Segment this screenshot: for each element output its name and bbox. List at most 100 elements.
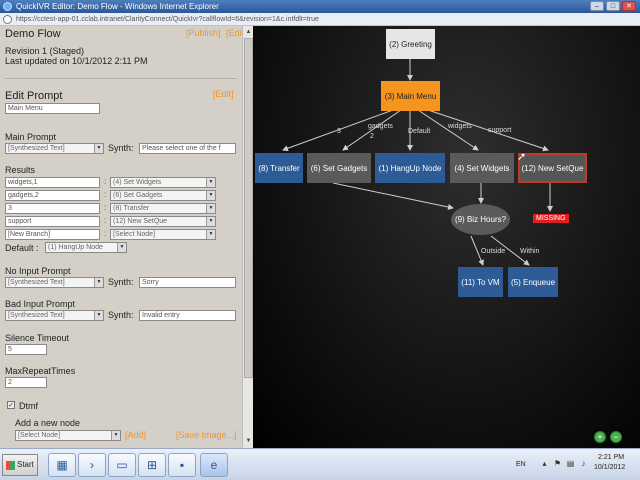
windows-taskbar: Start ▦ › ▭ ⊞ ▪ e EN ▴ ⚑ ▤ ♪ 2:21 PM 10/… bbox=[0, 448, 640, 480]
dtmf-checkbox[interactable]: ✓ bbox=[7, 401, 15, 409]
edge-support bbox=[427, 109, 549, 152]
silence-timeout-label: Silence Timeout bbox=[5, 333, 70, 343]
max-repeat-input[interactable]: 2 bbox=[5, 377, 47, 388]
divider bbox=[5, 78, 237, 79]
result-colon: : bbox=[104, 229, 107, 238]
maximize-button[interactable]: □ bbox=[606, 1, 620, 11]
node-transfer[interactable]: (8) Transfer bbox=[255, 153, 303, 183]
result-key-input[interactable]: widgets,1 bbox=[5, 177, 100, 188]
dtmf-label: Dtmf bbox=[19, 401, 38, 411]
max-repeat-label: MaxRepeatTimes bbox=[5, 366, 76, 376]
chevron-down-icon: ▼ bbox=[111, 431, 120, 440]
node-set-gadgets[interactable]: (6) Set Gadgets bbox=[307, 153, 371, 183]
network-tray-icon[interactable]: ▤ bbox=[566, 459, 575, 468]
default-label: Default : bbox=[5, 243, 39, 253]
node-main-menu[interactable]: (3) Main Menu bbox=[381, 81, 440, 111]
revision-text: Revision 1 (Staged) bbox=[5, 46, 85, 56]
tray-arrow-icon[interactable]: ▴ bbox=[542, 459, 547, 468]
page-icon bbox=[3, 15, 12, 24]
edge-label-default: Default bbox=[408, 128, 431, 135]
main-prompt-type-select[interactable]: [Synthesized Text]▼ bbox=[5, 143, 104, 154]
explorer-folder-icon[interactable]: ▭ bbox=[108, 453, 136, 477]
clock-time[interactable]: 2:21 PM bbox=[598, 454, 625, 461]
windows-logo-icon bbox=[6, 461, 15, 470]
chevron-down-icon: ▼ bbox=[206, 204, 215, 213]
editor-scrollbar[interactable]: ▲ ▼ bbox=[242, 26, 253, 448]
prompt-name-input[interactable]: Main Menu bbox=[5, 103, 100, 114]
scroll-thumb[interactable] bbox=[244, 38, 253, 378]
clock-date[interactable]: 10/1/2012 bbox=[594, 464, 626, 471]
flow-diagram-canvas[interactable]: (2) Greeting (3) Main Menu 3 gadgets 2 D… bbox=[253, 26, 640, 448]
language-indicator[interactable]: EN bbox=[516, 461, 526, 468]
edit-prompt-heading: Edit Prompt bbox=[5, 90, 63, 102]
silence-timeout-input[interactable]: 5 bbox=[5, 344, 47, 355]
scroll-down-icon[interactable]: ▼ bbox=[245, 438, 252, 444]
results-label: Results bbox=[5, 165, 36, 175]
result-key-input[interactable]: gadgets,2 bbox=[5, 190, 100, 201]
add-node-link[interactable]: [Add] bbox=[125, 430, 147, 440]
flow-name: Demo Flow bbox=[5, 28, 61, 40]
ie-icon bbox=[3, 2, 12, 11]
flow-edit-link[interactable]: [Edit] bbox=[226, 28, 247, 38]
chevron-down-icon: ▼ bbox=[206, 217, 215, 226]
no-input-synth-input[interactable]: Sorry bbox=[139, 277, 236, 288]
result-key-input[interactable]: 3 bbox=[5, 203, 100, 214]
start-button[interactable]: Start bbox=[2, 454, 38, 476]
command-prompt-icon[interactable]: ▪ bbox=[168, 453, 196, 477]
result-colon: : bbox=[104, 190, 107, 199]
chevron-down-icon: ▼ bbox=[206, 230, 215, 239]
node-new-setque[interactable]: (12) New SetQue bbox=[518, 153, 587, 183]
result-node-select[interactable]: (4) Set Widgets▼ bbox=[110, 177, 216, 188]
flag-icon[interactable]: ⚑ bbox=[553, 459, 562, 468]
result-node-select[interactable]: (12) New SetQue▼ bbox=[110, 216, 216, 227]
add-node-label: Add a new node bbox=[15, 418, 81, 428]
last-updated-text: Last updated on 10/1/2012 2:11 PM bbox=[5, 56, 148, 66]
save-image-link[interactable]: [Save Image...] bbox=[176, 430, 237, 440]
node-set-widgets[interactable]: (4) Set Widgets bbox=[450, 153, 514, 183]
main-prompt-synth-input[interactable]: Please select one of the f bbox=[139, 143, 236, 154]
powershell-icon[interactable]: › bbox=[78, 453, 106, 477]
chevron-down-icon: ▼ bbox=[94, 278, 103, 287]
window-controls: – □ ✕ bbox=[590, 1, 636, 11]
address-bar[interactable]: https://cctest-app-01.cclab.intranet/Cla… bbox=[0, 13, 640, 26]
bad-input-type-select[interactable]: [Synthesized Text]▼ bbox=[5, 310, 104, 321]
edge-label-outside: Outside bbox=[481, 248, 506, 255]
result-node-select[interactable]: (8) Transfer▼ bbox=[110, 203, 216, 214]
prompt-edit-link[interactable]: [Edit] bbox=[213, 89, 234, 99]
zoom-out-icon[interactable]: − bbox=[610, 431, 622, 443]
result-key-input[interactable]: support bbox=[5, 216, 100, 227]
scroll-up-icon[interactable]: ▲ bbox=[245, 29, 252, 35]
chevron-down-icon: ▼ bbox=[206, 178, 215, 187]
zoom-in-icon[interactable]: + bbox=[594, 431, 606, 443]
result-node-select[interactable]: (6) Set Gadgets▼ bbox=[110, 190, 216, 201]
edge-label-2: 2 bbox=[370, 133, 374, 140]
node-enqueue[interactable]: (5) Enqueue bbox=[508, 267, 558, 297]
speaker-icon[interactable]: ♪ bbox=[581, 459, 586, 468]
minimize-button[interactable]: – bbox=[590, 1, 604, 11]
node-greeting[interactable]: (2) Greeting bbox=[386, 29, 435, 59]
add-node-select[interactable]: [Select Node]▼ bbox=[15, 430, 121, 441]
chevron-down-icon: ▼ bbox=[117, 243, 126, 252]
no-input-type-select[interactable]: [Synthesized Text]▼ bbox=[5, 277, 104, 288]
chevron-down-icon: ▼ bbox=[94, 311, 103, 320]
editor-panel: Demo Flow [Publish] [Edit] Revision 1 (S… bbox=[0, 26, 253, 448]
publish-link[interactable]: [Publish] bbox=[186, 28, 221, 38]
main-synth-label: Synth: bbox=[108, 143, 134, 153]
bad-input-synth-input[interactable]: Invalid entry bbox=[139, 310, 236, 321]
internet-explorer-icon[interactable]: e bbox=[200, 453, 228, 477]
node-hangup[interactable]: (1) HangUp Node bbox=[375, 153, 445, 183]
node-biz-hours[interactable]: (9) Biz Hours? bbox=[451, 204, 510, 235]
mouse-cursor-icon: ➚ bbox=[517, 151, 527, 163]
bad-input-label: Bad Input Prompt bbox=[5, 299, 76, 309]
edge-label-gadgets: gadgets bbox=[368, 123, 393, 130]
diagram-edges bbox=[282, 58, 553, 266]
server-manager-icon[interactable]: ▦ bbox=[48, 453, 76, 477]
network-icon[interactable]: ⊞ bbox=[138, 453, 166, 477]
new-branch-node-select[interactable]: [Select Node]▼ bbox=[110, 229, 216, 240]
close-button[interactable]: ✕ bbox=[622, 1, 636, 11]
edge-label-support: support bbox=[488, 127, 512, 134]
new-branch-input[interactable]: [New Branch] bbox=[5, 229, 100, 240]
window-title: QuickIVR Editor: Demo Flow - Windows Int… bbox=[16, 2, 219, 11]
default-node-select[interactable]: (1) HangUp Node▼ bbox=[45, 242, 127, 253]
node-to-vm[interactable]: (11) To VM bbox=[458, 267, 503, 297]
